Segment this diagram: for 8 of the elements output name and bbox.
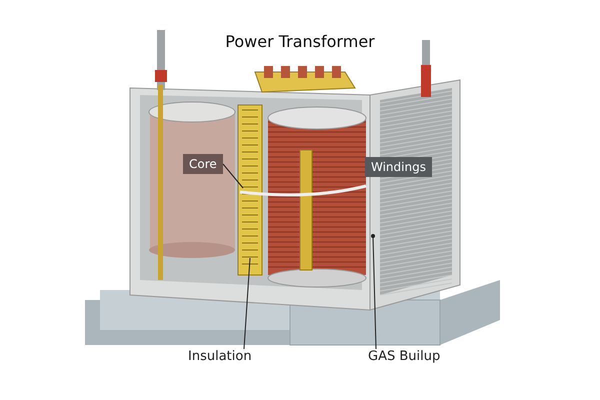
diagram-title: Power Transformer [224, 32, 376, 51]
callout-label: GAS Builup [368, 349, 440, 364]
leader-line [222, 164, 244, 188]
leader-line [244, 258, 250, 350]
callout-label: Insulation [188, 349, 252, 364]
part-label: Core [183, 154, 223, 174]
leader-line [371, 234, 376, 350]
part-label: Windings [365, 157, 432, 177]
